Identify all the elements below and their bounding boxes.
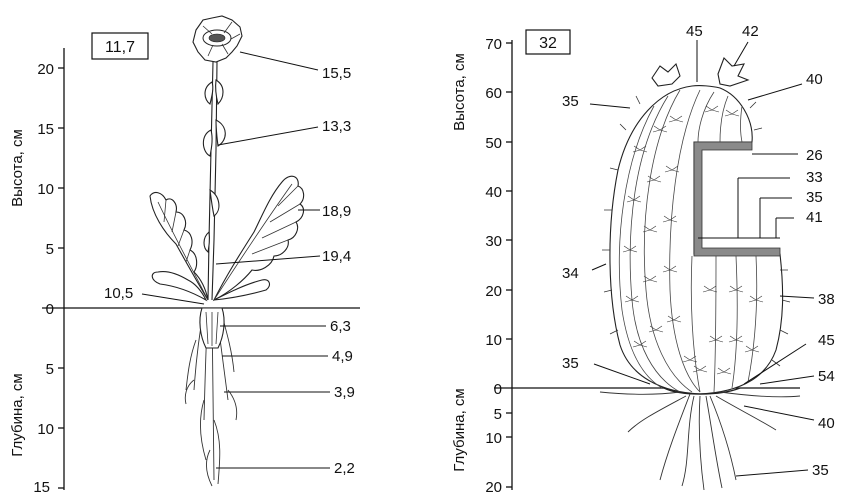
left-tick-5: 5 [46,241,54,258]
left-tick-15: 15 [37,121,54,138]
left-depth-axis-label: Глубина, см [9,373,26,456]
right-temp-inner-2: 33 [806,169,823,186]
right-temp-top-right: 40 [806,71,823,88]
right-tick-10: 10 [485,332,502,349]
left-temp-root-4: 2,2 [334,460,355,477]
right-tick-30: 30 [485,233,502,250]
right-depth-tick-20: 20 [485,479,502,494]
left-tick-10: 10 [37,181,54,198]
right-panel: 70 60 50 40 30 20 10 0 5 10 20 Высота, с… [451,23,835,494]
left-temp-leaf-base: 19,4 [322,248,351,265]
right-temp-apex: 45 [686,23,703,40]
right-temp-base-right: 45 [818,332,835,349]
right-tick-60: 60 [485,85,502,102]
left-temp-leaf-tip: 18,9 [322,203,351,220]
right-depth-tick-10: 10 [485,430,502,447]
right-temp-inner-1: 26 [806,147,823,164]
right-temp-root-1: 40 [818,415,835,432]
left-tick-0: 0 [46,301,54,318]
right-depth-axis-label: Глубина, см [451,388,468,471]
right-temp-inner-3: 35 [806,189,823,206]
left-temp-ground-level: 10,5 [104,285,133,302]
right-tick-20: 20 [485,283,502,300]
left-temp-flower: 15,5 [322,65,351,82]
left-tick-20: 20 [37,61,54,78]
left-height-ticks [58,68,64,488]
left-temp-root-3: 3,9 [334,384,355,401]
right-tick-40: 40 [485,184,502,201]
right-cactus-illustration [600,58,800,490]
right-temp-left-side: 34 [562,265,579,282]
right-temp-ground: 54 [818,368,835,385]
right-temp-root-2: 35 [812,462,829,479]
right-tick-0: 0 [494,381,502,398]
left-temp-root-2: 4,9 [332,348,353,365]
right-tick-50: 50 [485,135,502,152]
right-tick-70: 70 [485,36,502,53]
right-temp-right-side: 38 [818,291,835,308]
left-depth-tick-15: 15 [33,479,50,494]
right-temp-flower: 42 [742,23,759,40]
right-temp-inner-4: 41 [806,209,823,226]
right-temp-base-left: 35 [562,355,579,372]
left-value-box-text: 11,7 [105,39,135,56]
left-panel: 20 15 10 5 0 5 10 15 Высота, см Глубина,… [9,16,360,494]
left-depth-tick-10: 10 [37,421,54,438]
right-temp-top-left: 35 [562,93,579,110]
right-height-ticks [506,43,512,487]
left-plant-illustration [150,16,304,486]
right-height-axis-label: Высота, см [451,53,468,131]
left-temp-root-1: 6,3 [330,318,351,335]
left-height-axis-label: Высота, см [9,129,26,207]
right-internal-bracket [698,154,798,238]
left-depth-tick-5: 5 [46,361,54,378]
right-value-box-text: 32 [539,35,557,52]
left-temp-upper-stem: 13,3 [322,118,351,135]
right-depth-tick-5: 5 [494,406,502,423]
